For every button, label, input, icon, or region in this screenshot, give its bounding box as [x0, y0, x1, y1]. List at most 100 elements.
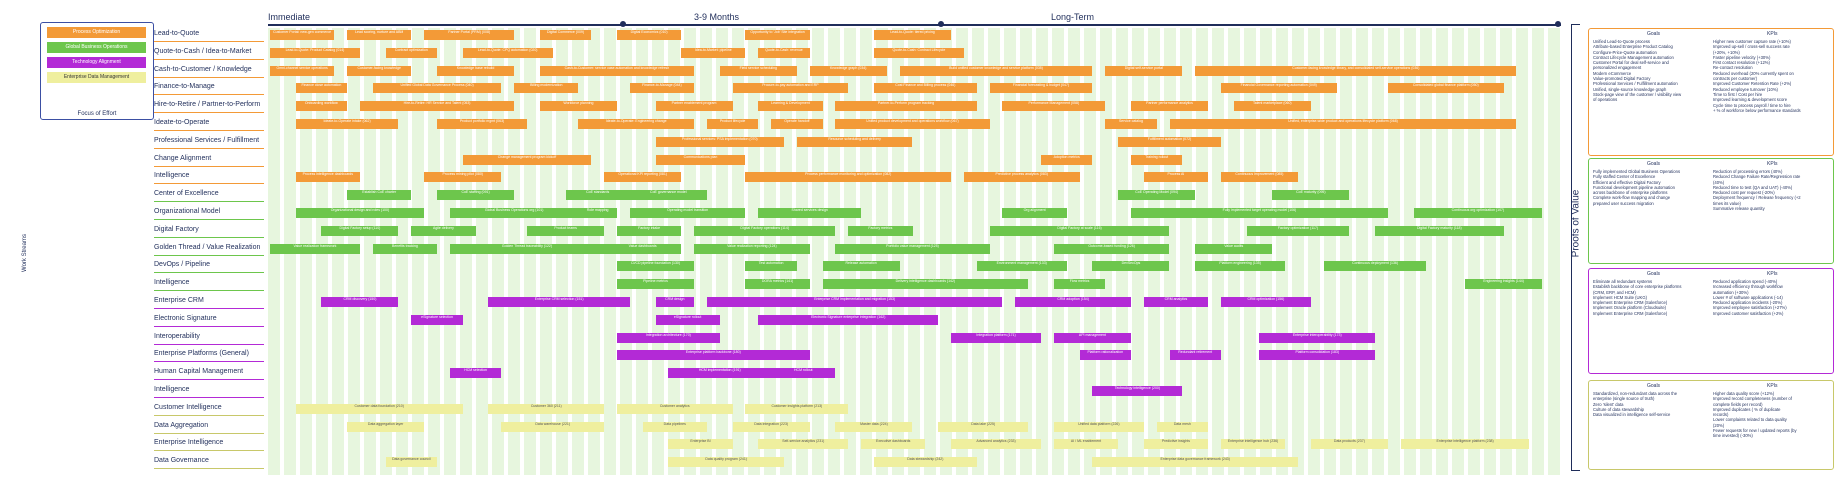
initiative-bar[interactable]: Ideate-to-Operate intake (062) — [295, 119, 399, 129]
initiative-bar[interactable]: CoE staffing (091) — [437, 190, 515, 201]
initiative-bar[interactable]: Factory metrics — [848, 225, 913, 236]
initiative-bar[interactable]: Customer Portal: new-gen commerce — [270, 30, 335, 40]
initiative-bar[interactable]: API management — [1053, 332, 1131, 343]
initiative-bar[interactable]: Golden Thread traceability (122) — [449, 243, 605, 254]
initiative-bar[interactable]: Finance close automation — [295, 83, 348, 94]
initiative-bar[interactable]: Digital Factory setup (110) — [321, 225, 399, 236]
initiative-bar[interactable]: Data stewardship (242) — [873, 457, 977, 468]
initiative-bar[interactable]: Predictive process analytics (083) — [963, 172, 1080, 183]
initiative-bar[interactable]: Electronic Signature enterprise integrat… — [758, 314, 939, 325]
initiative-bar[interactable]: CRM adoption (154) — [1015, 297, 1131, 307]
initiative-bar[interactable]: Customer 360 (211) — [488, 403, 605, 414]
initiative-bar[interactable]: Environment management (133) — [976, 261, 1067, 272]
initiative-bar[interactable]: Training rollout — [1130, 154, 1183, 165]
initiative-bar[interactable]: Org alignment — [1002, 208, 1067, 218]
initiative-bar[interactable]: Fulfillment automation (072) — [1118, 136, 1221, 147]
initiative-bar[interactable]: Partner enablement program — [655, 101, 733, 112]
initiative-bar[interactable]: Outcome-based funding (126) — [1053, 243, 1170, 254]
initiative-bar[interactable]: Customer-facing knowledge library, and c… — [1195, 65, 1517, 76]
initiative-bar[interactable]: Value realization framework — [270, 243, 360, 254]
initiative-bar[interactable]: Operating model transition — [629, 208, 746, 218]
initiative-bar[interactable]: Billing modernization — [514, 83, 579, 94]
initiative-bar[interactable]: Contract optimization — [385, 47, 438, 58]
initiative-bar[interactable]: Ideate-to-Operate: Engineering change — [578, 119, 695, 129]
initiative-bar[interactable]: Agile delivery — [411, 225, 476, 236]
initiative-bar[interactable]: Partner Portal (PRM) (008) — [424, 30, 515, 40]
initiative-bar[interactable]: Unified, enterprise-wide product and ope… — [1169, 119, 1517, 129]
initiative-bar[interactable]: Process performance monitoring and optim… — [745, 172, 952, 183]
initiative-bar[interactable]: CRM optimization (156) — [1220, 297, 1311, 307]
initiative-bar[interactable]: Partner performance analytics — [1130, 101, 1209, 112]
initiative-bar[interactable]: CI/CD pipeline foundation (130) — [616, 261, 695, 272]
initiative-bar[interactable]: DevSecOps — [1092, 261, 1170, 272]
initiative-bar[interactable]: Customer data foundation (210) — [295, 403, 463, 414]
initiative-bar[interactable]: Cost Finance and Billing process (046) — [873, 83, 977, 94]
initiative-bar[interactable]: Fully implemented target operating model… — [1130, 208, 1388, 218]
initiative-bar[interactable]: Integration platform (171) — [951, 332, 1041, 343]
initiative-bar[interactable]: Opportunity to 'Job' Site integration — [745, 30, 810, 40]
initiative-bar[interactable]: Value dashboards — [604, 243, 682, 254]
initiative-bar[interactable]: HCM rollout — [771, 368, 836, 379]
initiative-bar[interactable]: Procure-to-pay automation and ERP — [732, 83, 849, 94]
initiative-bar[interactable]: Advanced analytics (233) — [951, 439, 1041, 450]
initiative-bar[interactable]: CoE maturity (095) — [1272, 190, 1350, 201]
initiative-bar[interactable]: Digital Factory operations (114) — [694, 225, 836, 236]
initiative-bar[interactable]: Value realization reporting (124) — [694, 243, 810, 254]
initiative-bar[interactable]: Communications plan — [655, 154, 746, 165]
initiative-bar[interactable]: Digital Commerce (009) — [539, 30, 592, 40]
initiative-bar[interactable]: eSignature selection — [411, 314, 463, 325]
initiative-bar[interactable]: Enterprise platform backbone (180) — [616, 350, 810, 361]
initiative-bar[interactable]: Platform engineering (135) — [1195, 261, 1286, 272]
initiative-bar[interactable]: Unified data platform (226) — [1053, 421, 1144, 432]
initiative-bar[interactable]: Integration architecture (170) — [616, 332, 720, 343]
initiative-bar[interactable]: AI / ML enablement — [1053, 439, 1119, 450]
initiative-bar[interactable]: Partner-to-Perform program tracking — [835, 101, 977, 112]
initiative-bar[interactable]: Cash-to-Customer: service case automatio… — [539, 65, 695, 76]
initiative-bar[interactable]: Test automation — [745, 261, 797, 272]
initiative-bar[interactable]: Enterprise CRM implementation and migrat… — [706, 297, 1003, 307]
initiative-bar[interactable]: Omni-channel service operations — [270, 65, 335, 76]
initiative-bar[interactable]: Portfolio value management (125) — [835, 243, 990, 254]
initiative-bar[interactable]: Process mining pilot (080) — [424, 172, 502, 183]
initiative-bar[interactable]: Delivery intelligence dashboards (142) — [822, 279, 1029, 290]
initiative-bar[interactable]: Customer-facing knowledge — [347, 65, 412, 76]
initiative-bar[interactable]: Customer analytics — [616, 403, 733, 414]
initiative-bar[interactable]: Value audits — [1195, 243, 1273, 254]
initiative-bar[interactable]: Master data (224) — [835, 421, 913, 432]
initiative-bar[interactable]: Product teams — [527, 225, 605, 236]
initiative-bar[interactable]: Enterprise interoperability (173) — [1259, 332, 1376, 343]
initiative-bar[interactable]: Data aggregation layer — [347, 421, 425, 432]
initiative-bar[interactable]: Enterprise intelligence hub (236) — [1220, 439, 1286, 450]
initiative-bar[interactable]: Predictive insights — [1143, 439, 1209, 450]
initiative-bar[interactable]: Digital self-service portal — [1105, 65, 1183, 76]
initiative-bar[interactable]: Lead scoring, nurture and ABM — [347, 30, 412, 40]
initiative-bar[interactable]: CoE Operating Model (094) — [1118, 190, 1196, 201]
initiative-bar[interactable]: CRM design — [655, 297, 695, 307]
initiative-bar[interactable]: Field service scheduling — [719, 65, 797, 76]
initiative-bar[interactable]: Data governance council — [385, 457, 438, 468]
initiative-bar[interactable]: CRM discovery (150) — [321, 297, 399, 307]
initiative-bar[interactable]: Build unified customer knowledge and ser… — [899, 65, 1093, 76]
initiative-bar[interactable]: Unified product development and operatio… — [835, 119, 990, 129]
initiative-bar[interactable]: Service catalog — [1105, 119, 1157, 129]
initiative-bar[interactable]: Role mapping — [578, 208, 617, 218]
initiative-bar[interactable]: Data products (237) — [1310, 439, 1388, 450]
initiative-bar[interactable]: Digital Economics (010) — [616, 30, 682, 40]
initiative-bar[interactable]: Factory intake — [616, 225, 682, 236]
initiative-bar[interactable]: Executive dashboards — [861, 439, 926, 450]
initiative-bar[interactable]: Financial forecasting & budget (047) — [989, 83, 1093, 94]
initiative-bar[interactable]: Consolidated global finance platform (05… — [1387, 83, 1504, 94]
initiative-bar[interactable]: Enterprise CRM selection (151) — [488, 297, 630, 307]
initiative-bar[interactable]: Onboarding workflow — [295, 101, 348, 112]
initiative-bar[interactable]: Platform consolidation (183) — [1259, 350, 1376, 361]
initiative-bar[interactable]: Platform rationalization — [1079, 350, 1131, 361]
initiative-bar[interactable]: Organizational design and roles (100) — [295, 208, 425, 218]
initiative-bar[interactable]: Continuous org optimization (107) — [1413, 208, 1543, 218]
initiative-bar[interactable]: Self-service analytics (231) — [758, 439, 849, 450]
initiative-bar[interactable]: Engineering insights (144) — [1465, 279, 1543, 290]
initiative-bar[interactable]: CRM analytics — [1143, 297, 1209, 307]
initiative-bar[interactable]: Quote-to-Cash: revenue — [758, 47, 810, 58]
initiative-bar[interactable]: Workforce planning — [539, 101, 617, 112]
initiative-bar[interactable]: Lead-to-Quote: tiered pricing — [873, 30, 952, 40]
initiative-bar[interactable]: Professional services: PSA implementatio… — [655, 136, 784, 147]
